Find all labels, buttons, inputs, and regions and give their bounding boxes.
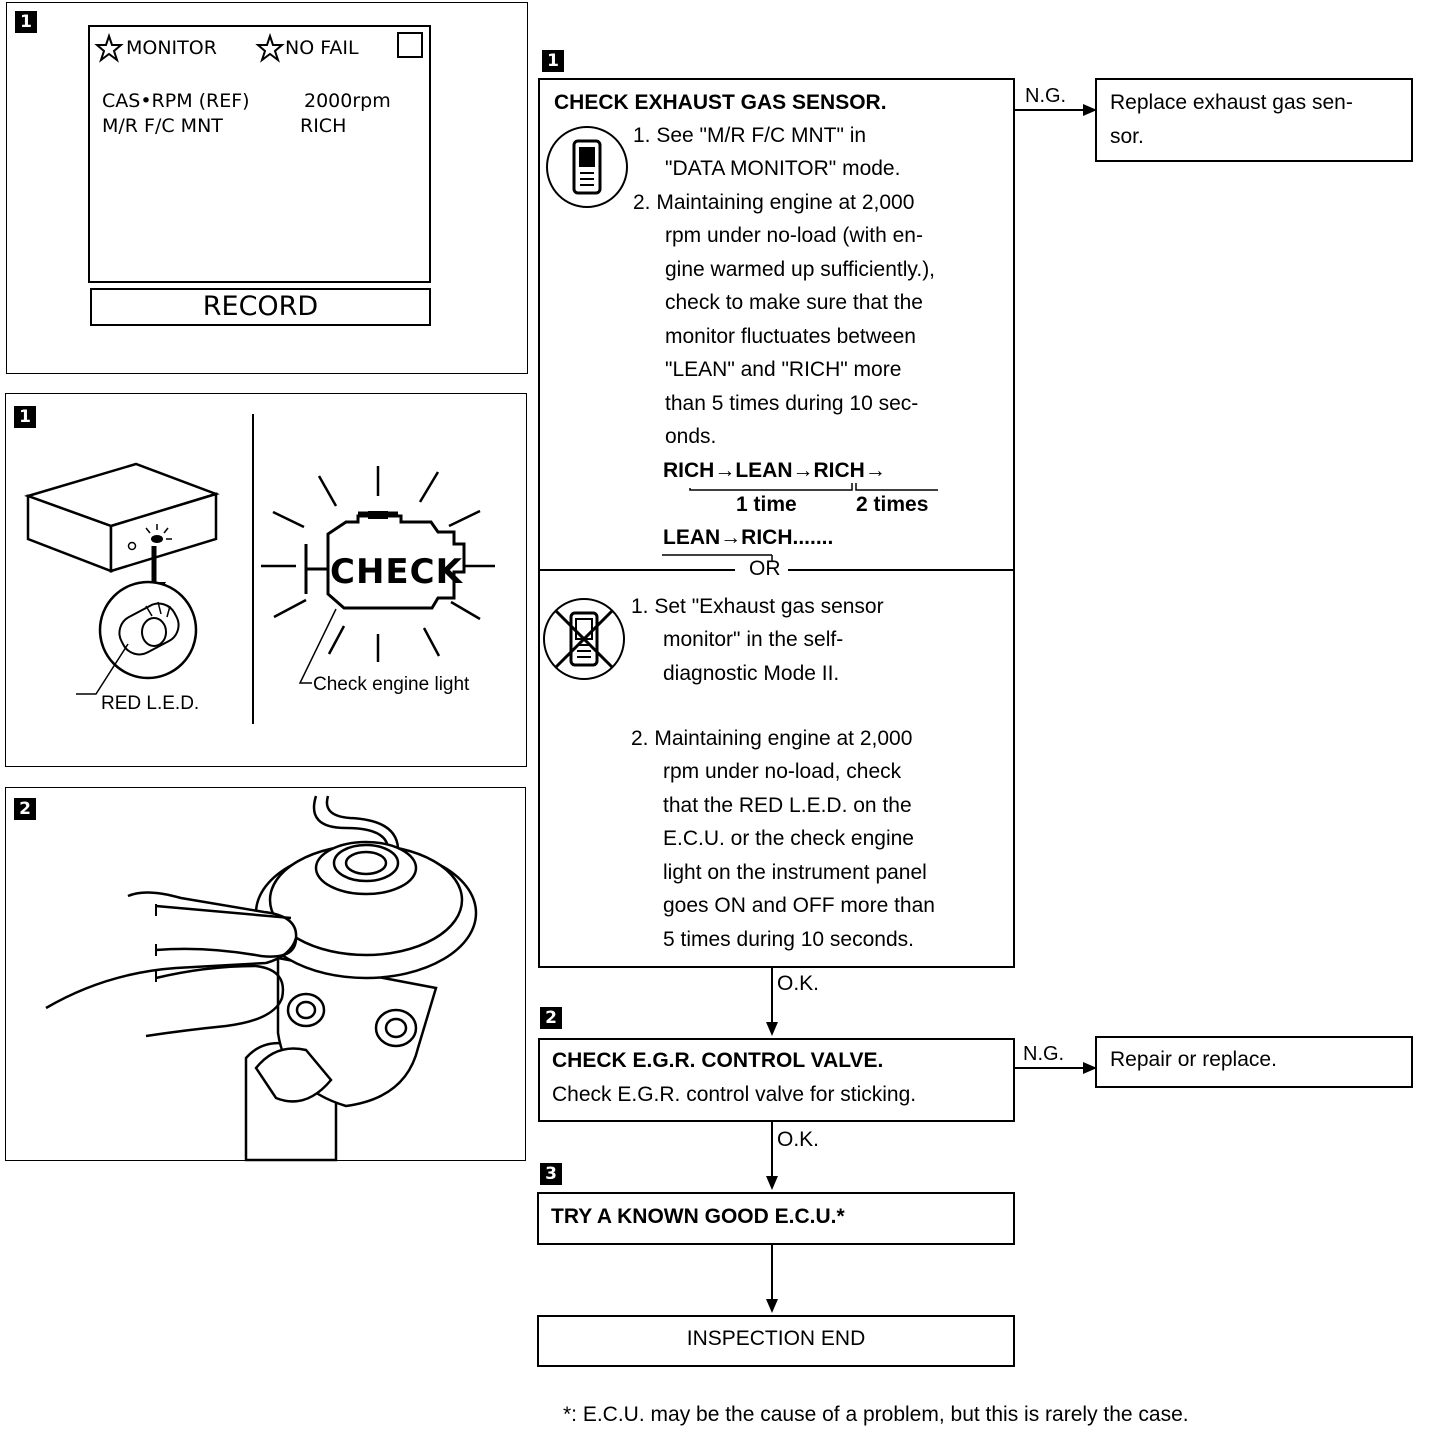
step1-box: CHECK EXHAUST GAS SENSOR. 1. See "M/R F/… [538, 78, 1015, 968]
no-consult-line: diagnostic Mode II. [663, 662, 840, 685]
step2-body: Check E.G.R. control valve for sticking. [552, 1083, 917, 1106]
egr-valve-panel: 2 [5, 787, 526, 1162]
no-consult-line: goes ON and OFF more than [663, 894, 935, 917]
sequence-1: RICH→LEAN→RICH→ [663, 459, 886, 482]
replace-sensor-box: Replace exhaust gas sen- sor. [1095, 78, 1413, 162]
flow-arrow [766, 1245, 778, 1313]
consult-line: 2. Maintaining engine at 2,000 [633, 191, 915, 214]
no-consult-line: 5 times during 10 seconds. [663, 928, 914, 951]
ecu-illustration [23, 462, 495, 695]
consult-screen-panel: 1 MONITOR NO FAIL CAS•RPM (REF) 2000rpm … [6, 2, 528, 374]
footnote: *: E.C.U. may be the cause of a problem,… [563, 1403, 1189, 1426]
consult-line: than 5 times during 10 sec- [665, 392, 919, 415]
no-consult-line: that the RED L.E.D. on the [663, 794, 912, 817]
ok-arrow [766, 966, 778, 1036]
consult-line: onds. [665, 425, 717, 448]
consult-line: check to make sure that the [665, 291, 923, 314]
step-badge: 3 [540, 1163, 562, 1185]
checkbox[interactable] [397, 32, 423, 58]
ok-label: O.K. [777, 972, 820, 995]
ng-action-line: sor. [1110, 125, 1144, 148]
ng-label: N.G. [1023, 1043, 1065, 1065]
divider [252, 414, 254, 724]
step2-box: CHECK E.G.R. CONTROL VALVE. Check E.G.R.… [538, 1038, 1015, 1122]
consult-icon [546, 126, 628, 208]
ng-label: N.G. [1025, 85, 1067, 107]
inspection-end-box: INSPECTION END [537, 1315, 1015, 1367]
check-engine-text: CHECK [330, 552, 463, 592]
two-times-label: 2 times [856, 493, 929, 516]
data-row-name: M/R F/C MNT [102, 115, 223, 137]
record-button[interactable]: RECORD [90, 288, 431, 326]
consult-line: gine warmed up sufficiently.), [665, 258, 936, 281]
consult-line: monitor fluctuates between [665, 325, 916, 348]
step3-box: TRY A KNOWN GOOD E.C.U.* [537, 1192, 1015, 1245]
ok-arrow [766, 1122, 778, 1190]
no-fail-label: NO FAIL [285, 37, 359, 59]
repair-replace-box: Repair or replace. [1095, 1036, 1413, 1088]
egr-valve-illustration [45, 795, 478, 1162]
one-time-label: 1 time [736, 493, 797, 516]
step3-title: TRY A KNOWN GOOD E.C.U.* [551, 1205, 845, 1228]
ng-arrow [1015, 104, 1097, 116]
sequence-brackets [662, 483, 938, 562]
consult-line: "LEAN" and "RICH" more [665, 358, 902, 381]
consult-line: "DATA MONITOR" mode. [665, 157, 901, 180]
consult-display: MONITOR NO FAIL CAS•RPM (REF) 2000rpm M/… [88, 25, 431, 283]
data-row-value: 2000rpm [304, 90, 391, 112]
ok-label: O.K. [777, 1128, 820, 1151]
step-badge: 1 [542, 50, 564, 72]
or-label: OR [749, 557, 781, 580]
ng-action-line: Replace exhaust gas sen- [1110, 91, 1353, 114]
no-consult-line: E.C.U. or the check engine [663, 827, 914, 850]
inspection-end-label: INSPECTION END [686, 1327, 866, 1350]
check-engine-light-label: Check engine light [313, 674, 470, 695]
no-consult-line: light on the instrument panel [663, 861, 927, 884]
consult-line: 1. See "M/R F/C MNT" in [633, 124, 867, 147]
no-consult-line: 2. Maintaining engine at 2,000 [631, 727, 913, 750]
monitor-label: MONITOR [126, 37, 217, 59]
star-icon [94, 32, 124, 63]
step-badge: 1 [15, 11, 37, 33]
led-panel: 1 [5, 393, 527, 767]
step-badge: 2 [14, 798, 36, 820]
sequence-2: LEAN→RICH....... [663, 526, 834, 549]
or-divider-right [788, 569, 1015, 571]
step-badge: 2 [540, 1007, 562, 1029]
ng-arrow [1015, 1062, 1097, 1074]
data-row-name: CAS•RPM (REF) [102, 90, 250, 112]
ng-action: Repair or replace. [1110, 1048, 1277, 1071]
consult-line: rpm under no-load (with en- [665, 224, 923, 247]
step-badge: 1 [14, 406, 36, 428]
step1-title: CHECK EXHAUST GAS SENSOR. [554, 91, 887, 114]
no-consult-line: 1. Set "Exhaust gas sensor [631, 595, 884, 618]
step2-title: CHECK E.G.R. CONTROL VALVE. [552, 1049, 884, 1072]
or-divider-left [540, 569, 735, 571]
no-consult-line: rpm under no-load, check [663, 760, 902, 783]
no-consult-icon [543, 598, 625, 680]
red-led-label: RED L.E.D. [101, 693, 200, 714]
star-icon [255, 32, 285, 63]
data-row-value: RICH [300, 115, 347, 137]
no-consult-line: monitor" in the self- [663, 628, 844, 651]
